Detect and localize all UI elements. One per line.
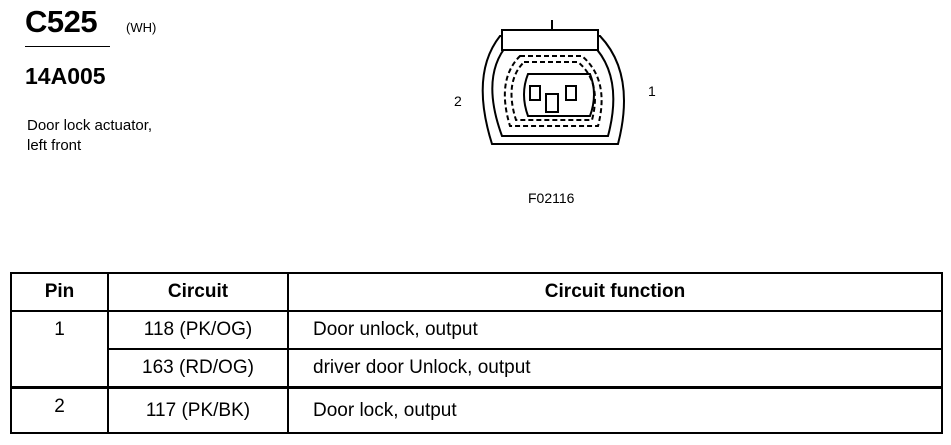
connector-housing: [481, 20, 625, 145]
pin-cell: 2: [10, 386, 109, 434]
header-circuit: Circuit: [107, 272, 289, 312]
connector-face-diagram: 2 1: [454, 20, 656, 145]
pin-label-1: 1: [648, 83, 656, 99]
description-line-2: left front: [27, 137, 82, 154]
circuit-cell: 118 (PK/OG): [107, 310, 289, 350]
table-header-row: Pin Circuit Circuit function: [10, 272, 943, 312]
circuit-cell: 117 (PK/BK): [107, 386, 289, 434]
pin-label-2: 2: [454, 93, 462, 109]
title-underline: [25, 46, 110, 47]
part-number: 14A005: [25, 63, 106, 89]
table-row: 163 (RD/OG) driver door Unlock, output: [11, 348, 943, 389]
figure-code: F02116: [528, 190, 575, 206]
table-row: 1 118 (PK/OG) Door unlock, output: [10, 310, 943, 389]
function-cell: Door unlock, output: [287, 310, 943, 350]
terminal-pins: [529, 85, 577, 113]
function-cell: driver door Unlock, output: [287, 348, 943, 389]
header-circuit-function: Circuit function: [287, 272, 943, 312]
connector-id: C525: [25, 4, 98, 39]
function-cell: Door lock, output: [287, 386, 943, 434]
table-row: 2 117 (PK/BK) Door lock, output: [10, 386, 943, 434]
header-pin: Pin: [10, 272, 109, 312]
circuit-cell: 163 (RD/OG): [107, 348, 289, 389]
description-line-1: Door lock actuator,: [27, 117, 153, 134]
connector-description: Door lock actuator, left front: [27, 116, 227, 156]
pin-cell: 1: [10, 310, 109, 389]
pinout-table: Pin Circuit Circuit function 1 118 (PK/O…: [10, 272, 943, 434]
connector-color: (WH): [126, 20, 157, 35]
